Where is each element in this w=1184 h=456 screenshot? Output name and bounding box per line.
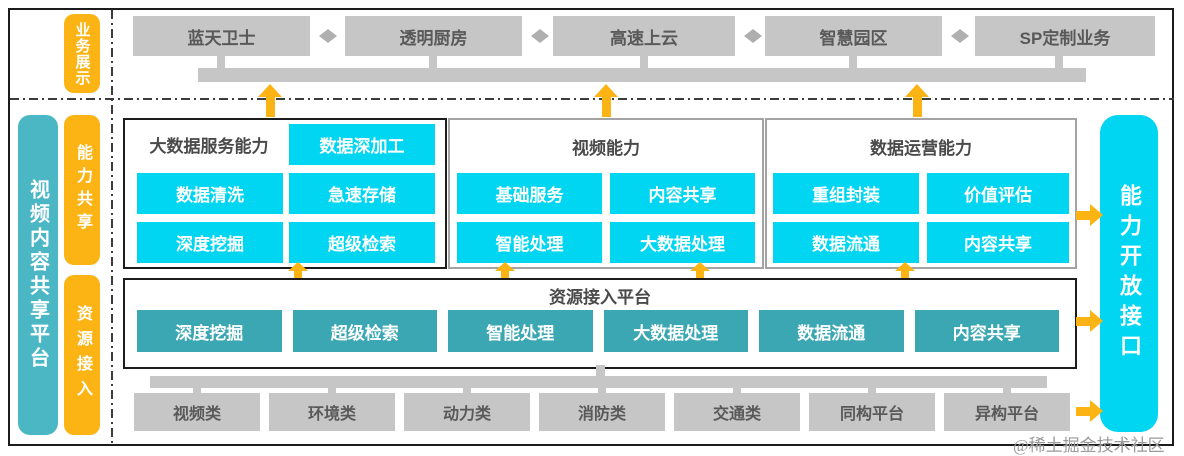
up-arrow-icon [905, 84, 929, 117]
double-arrow-icon [944, 29, 974, 43]
bus-bar-bottom [150, 376, 1047, 388]
capability-box: 急速存储 [289, 173, 435, 214]
capability-share-label: 能力共享 [64, 115, 100, 265]
section-divider-horizontal [10, 98, 1174, 100]
capability-box: 重组封装 [773, 173, 919, 214]
watermark: @稀土掘金技术社区 [1013, 436, 1165, 455]
business-item: 智慧园区 [765, 16, 942, 56]
capability-box: 大数据处理 [610, 222, 755, 263]
source-item: 交通类 [674, 393, 800, 431]
right-arrow-icon [1076, 204, 1103, 226]
up-arrow-icon [895, 262, 915, 278]
resource-platform-title: 资源接入平台 [549, 287, 651, 307]
resource-box: 数据流通 [759, 310, 904, 352]
connector-stub [733, 388, 741, 395]
resource-box: 内容共享 [914, 310, 1059, 352]
source-item: 消防类 [539, 393, 665, 431]
resource-box: 大数据处理 [603, 310, 748, 352]
capability-box: 智能处理 [457, 222, 602, 263]
business-item: 蓝天卫士 [133, 16, 310, 56]
up-arrow-icon [288, 262, 308, 278]
source-item: 视频类 [134, 393, 260, 431]
capability-box: 数据深加工 [289, 124, 435, 165]
source-item: 异构平台 [944, 393, 1070, 431]
resource-platform: 资源接入平台 深度挖掘 超级检索 智能处理 大数据处理 数据流通 内容共享 [123, 278, 1077, 369]
resource-access-label: 资源接入 [64, 275, 100, 435]
capability-group: 视频能力 基础服务 内容共享 智能处理 大数据处理 [448, 118, 764, 269]
group-title: 视频能力 [572, 138, 640, 158]
connector-stub [429, 56, 437, 70]
connector-stub [217, 56, 225, 70]
right-arrow-icon [1076, 400, 1103, 422]
capability-box: 数据流通 [773, 222, 919, 263]
section-divider-vertical [111, 10, 113, 444]
connector-stub [849, 56, 857, 70]
capability-group: 大数据服务能力 数据深加工 数据清洗 急速存储 深度挖掘 超级检索 [123, 118, 447, 269]
group-title: 数据运营能力 [870, 138, 972, 158]
connector-stub [596, 365, 605, 378]
double-arrow-icon [524, 29, 552, 43]
bus-bar-top [198, 68, 1086, 82]
resource-box: 超级检索 [292, 310, 437, 352]
capability-box: 内容共享 [610, 173, 755, 214]
business-item: 透明厨房 [345, 16, 522, 56]
capability-box: 内容共享 [927, 222, 1069, 263]
connector-stub [463, 388, 471, 395]
double-arrow-icon [312, 29, 343, 43]
open-api-label: 能力开放接口 [1100, 115, 1158, 432]
up-arrow-icon [258, 84, 282, 117]
connector-stub [598, 388, 606, 395]
connector-stub [193, 388, 201, 395]
up-arrow-icon [690, 262, 710, 278]
resource-box: 深度挖掘 [137, 310, 282, 352]
capability-box: 价值评估 [927, 173, 1069, 214]
business-item: 高速上云 [553, 16, 735, 56]
group-title: 大数据服务能力 [149, 137, 269, 156]
outer-border [8, 8, 1174, 446]
source-item: 环境类 [269, 393, 395, 431]
capability-box: 数据清洗 [137, 173, 283, 214]
right-arrow-icon [1076, 310, 1103, 332]
up-arrow-icon [594, 84, 618, 117]
business-display-label: 业务展示 [64, 14, 100, 93]
connector-stub [868, 388, 876, 395]
source-item: 同构平台 [809, 393, 935, 431]
double-arrow-icon [737, 29, 764, 43]
business-item: SP定制业务 [975, 16, 1155, 56]
capability-box: 深度挖掘 [137, 222, 283, 263]
connector-stub [1003, 388, 1011, 395]
source-item: 动力类 [404, 393, 530, 431]
capability-group: 数据运营能力 重组封装 价值评估 数据流通 内容共享 [765, 118, 1077, 269]
platform-label: 视频内容共享平台 [18, 115, 58, 435]
capability-box: 基础服务 [457, 173, 602, 214]
connector-stub [1055, 56, 1063, 70]
resource-box: 智能处理 [448, 310, 593, 352]
up-arrow-icon [495, 262, 515, 278]
capability-box: 超级检索 [289, 222, 435, 263]
connector-stub [640, 56, 648, 70]
connector-stub [328, 388, 336, 395]
